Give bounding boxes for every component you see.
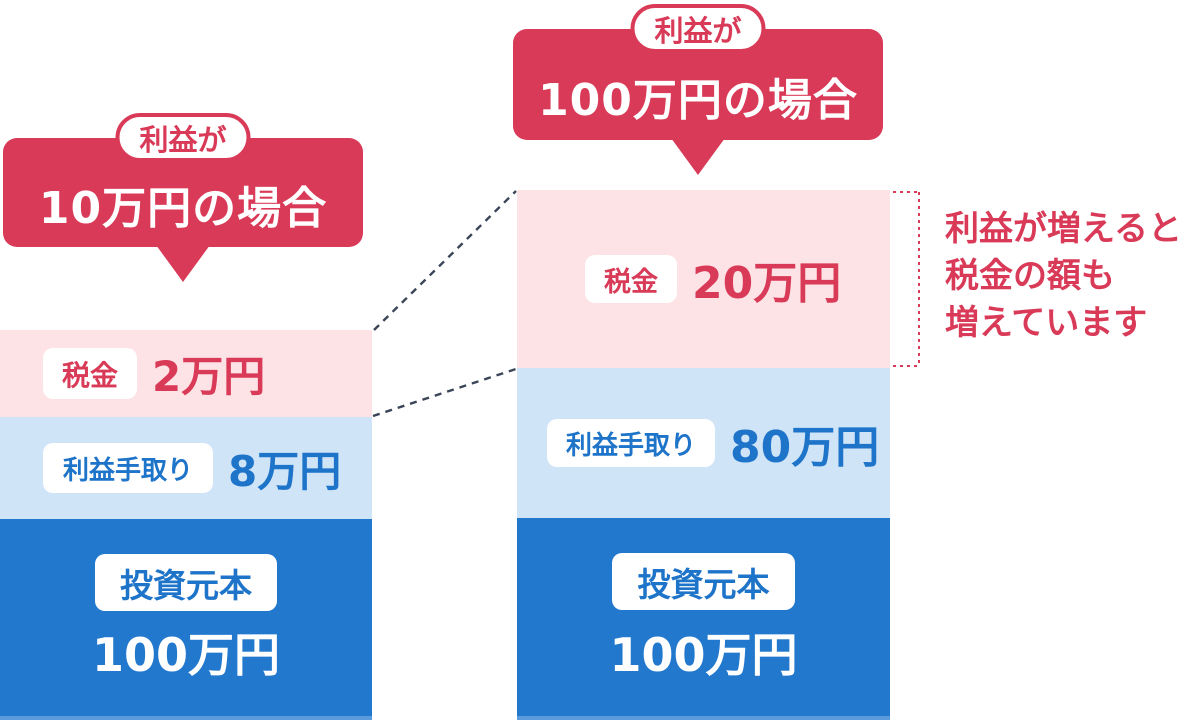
left-principal-value: 100万円: [91, 628, 281, 682]
tax-increase-annotation: 利益が増えると 税金の額も 増えています: [945, 206, 1182, 347]
left-bubble-tag: 利益が: [115, 113, 251, 162]
left-tax-segment: 税金 2万円: [0, 330, 372, 417]
left-bubble-title: 10万円の場合: [38, 182, 328, 234]
left-principal-segment: 投資元本 100万円: [0, 519, 372, 720]
annotation-line-1: 利益が増えると: [945, 209, 1182, 249]
right-bubble-tag: 利益が: [630, 4, 766, 53]
left-net-profit-segment: 利益手取り 8万円: [0, 417, 372, 519]
left-bar: 税金 2万円 利益手取り 8万円 投資元本 100万円: [0, 330, 372, 720]
left-principal-label-chip: 投資元本: [95, 554, 277, 611]
tax-range-bracket: [893, 191, 920, 367]
connector-line-top: [373, 190, 517, 331]
left-net-profit-label-chip: 利益手取り: [43, 443, 213, 493]
right-case-bubble: 100万円の場合 利益が: [513, 4, 883, 175]
right-principal-label-chip: 投資元本: [612, 553, 795, 610]
left-net-profit-value: 8万円: [228, 446, 342, 496]
right-tax-segment: 税金 20万円: [517, 190, 890, 368]
connector-line-bottom: [372, 367, 517, 418]
left-case-bubble: 10万円の場合 利益が: [3, 113, 363, 282]
left-tax-value: 2万円: [152, 352, 266, 401]
left-tax-label-chip: 税金: [43, 348, 137, 399]
right-bar: 税金 20万円 利益手取り 80万円 投資元本 100万円: [517, 190, 890, 720]
right-principal-segment: 投資元本 100万円: [517, 518, 890, 720]
annotation-line-3: 増えています: [945, 303, 1148, 343]
right-net-profit-label-chip: 利益手取り: [547, 419, 715, 467]
right-tax-value: 20万円: [692, 258, 842, 309]
right-bubble-title: 100万円の場合: [538, 74, 858, 126]
right-tax-label-chip: 税金: [585, 255, 677, 303]
left-bubble-pointer-icon: [156, 245, 210, 282]
right-net-profit-value: 80万円: [730, 422, 880, 473]
right-net-profit-segment: 利益手取り 80万円: [517, 368, 890, 518]
right-bubble-pointer-icon: [671, 138, 725, 175]
right-principal-value: 100万円: [609, 628, 798, 682]
annotation-line-2: 税金の額も: [945, 256, 1115, 296]
